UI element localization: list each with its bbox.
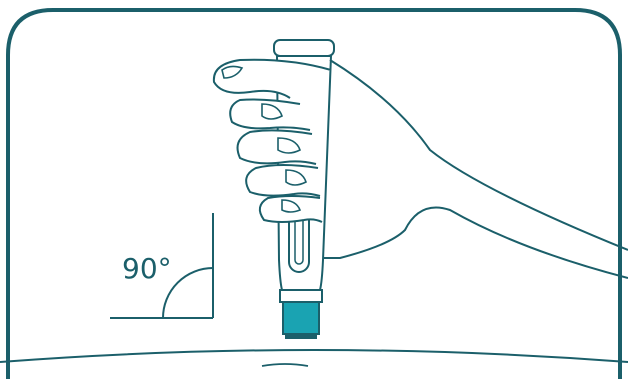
arm-lower-outline xyxy=(323,208,628,279)
finger-1 xyxy=(230,100,310,131)
finger-3 xyxy=(246,165,320,196)
pen-top-cap xyxy=(274,40,334,56)
skin-surface-line xyxy=(0,350,628,362)
angle-label: 90° xyxy=(122,252,172,285)
finger-2 xyxy=(238,130,316,164)
pen-tip-base xyxy=(285,334,317,339)
hand-illustration xyxy=(214,60,628,278)
pen-needle-shield xyxy=(283,302,319,334)
angle-guide: 90° xyxy=(110,213,213,318)
pen-collar xyxy=(280,290,322,302)
skin-indent-mark xyxy=(262,364,308,366)
finger-4 xyxy=(260,196,322,222)
hand-outline xyxy=(330,60,628,250)
